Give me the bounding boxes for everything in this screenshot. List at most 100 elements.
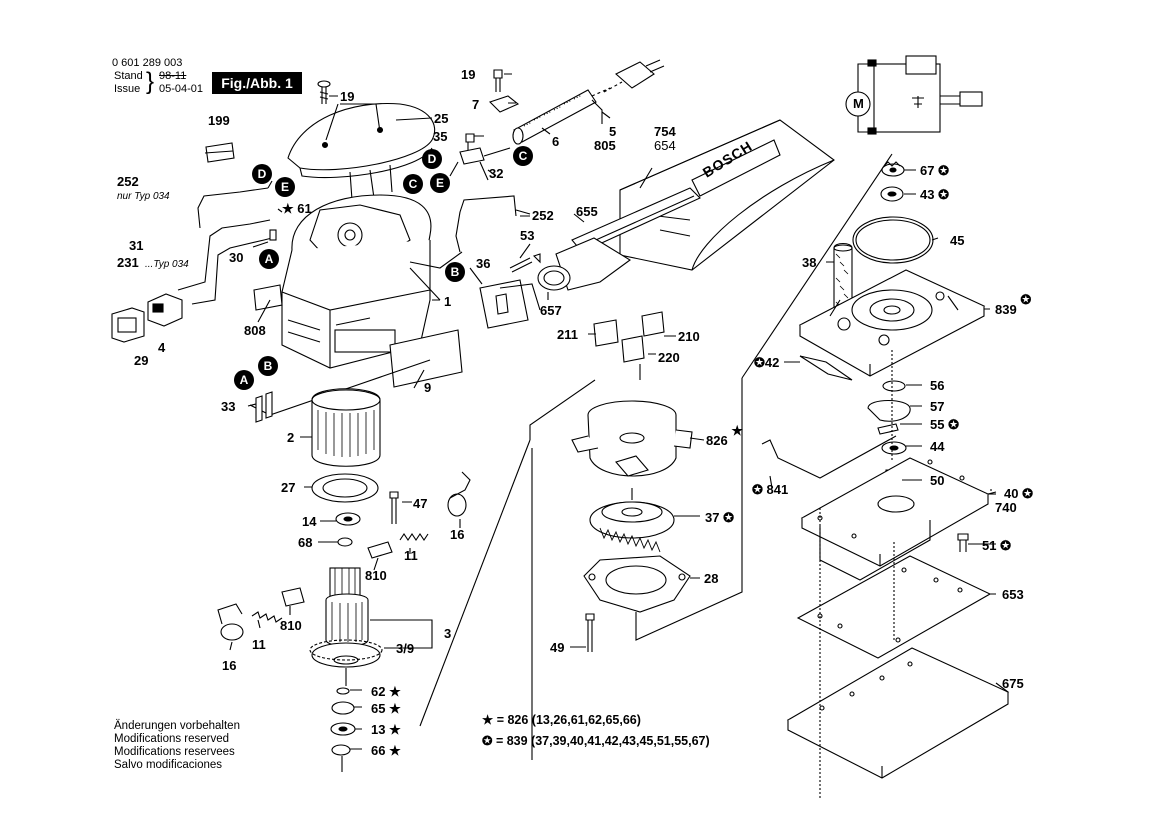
callout-36: 36 (476, 256, 491, 271)
callout-839-text: 839 (995, 302, 1017, 317)
label-210-part (641, 311, 665, 337)
callout-1: 1 (444, 294, 452, 309)
stand-date-struck: 98-11 (159, 70, 187, 82)
switch-cap-29-part (111, 307, 145, 343)
motor-housing-part (281, 194, 432, 369)
callout-810b: 810 (280, 618, 302, 633)
brush-holder-16b-part (217, 603, 244, 641)
terminal-33-part (255, 391, 273, 423)
screw-51-part (957, 533, 969, 552)
ring-65-part (331, 701, 355, 715)
badge-a-left: A (259, 249, 279, 269)
callout-13: 13 ★ (371, 722, 401, 737)
callout-231-note: ...Typ 034 (145, 259, 189, 270)
cable-30-part (191, 237, 273, 305)
spring-11b-part (251, 611, 283, 623)
legend-circle-star: ✪ = 839 (37,39,40,41,42,43,45,51,55,67) (482, 734, 710, 748)
callout-19a: 19 (340, 89, 355, 104)
ring-62-part (336, 687, 350, 695)
power-cord-part (512, 59, 665, 145)
callout-675: 675 (1002, 676, 1024, 691)
field-coil-part (311, 388, 381, 467)
callout-9: 9 (424, 380, 432, 395)
badge-d-left: D (252, 164, 272, 184)
callout-47: 47 (413, 496, 428, 511)
part-number: 0 601 289 003 (112, 57, 183, 69)
callout-35: 35 (433, 129, 448, 144)
modification-notes: Änderungen vorbehalten Modifications res… (114, 720, 240, 772)
wiring-schematic (857, 55, 983, 135)
base-plate-839-part (798, 269, 986, 377)
pin-55-part (877, 423, 899, 435)
callout-51: 51 ✪ (982, 538, 1011, 553)
callout-28: 28 (704, 571, 719, 586)
label-199-part (205, 142, 235, 163)
callout-6: 6 (552, 134, 560, 149)
callout-808: 808 (244, 323, 266, 338)
fan-37-part (589, 501, 675, 553)
callout-841-text: 841 (766, 482, 789, 497)
note-es: Salvo modificaciones (114, 759, 223, 771)
figure-label: Fig./Abb. 1 (212, 72, 302, 94)
badge-e-mid: E (430, 173, 450, 193)
badge-c-mid: C (403, 174, 423, 194)
callout-30: 30 (229, 250, 244, 265)
cable-252a-part (197, 187, 269, 229)
sanding-pad-40-part (800, 457, 990, 581)
callout-68: 68 (298, 535, 313, 550)
callout-50: 50 (930, 473, 945, 488)
brace-glyph: } (146, 68, 155, 95)
armature-part (325, 567, 369, 647)
ring-27-part (311, 473, 379, 503)
callout-49: 49 (550, 640, 565, 655)
ring-45-part (852, 216, 934, 264)
cable-252b-part (455, 195, 531, 253)
callout-810a: 810 (365, 568, 387, 583)
screw-53-part (509, 253, 541, 273)
callout-45: 45 (950, 233, 965, 248)
badge-b-mid: B (445, 262, 465, 282)
label-808-part (253, 284, 283, 311)
dust-adaptor-part (537, 187, 701, 291)
label-211-part (593, 319, 619, 347)
callout-42-text: 42 (764, 355, 780, 370)
callout-13-text: 13 (371, 722, 386, 737)
callout-66-text: 66 (371, 743, 386, 758)
callout-252b: 252 (532, 208, 554, 223)
callout-231: 231 (117, 255, 139, 270)
callout-4: 4 (158, 340, 166, 355)
cable-31-part (177, 219, 271, 291)
note-fr: Modifications reservees (114, 746, 235, 758)
badge-d-mid: D (422, 149, 442, 169)
brush-holder-16a-part (447, 471, 471, 517)
callout-66: 66 ★ (371, 743, 401, 758)
callout-29: 29 (134, 353, 149, 368)
screw-19-part (317, 80, 331, 104)
callout-44: 44 (930, 439, 945, 454)
callout-5: 5 (609, 124, 617, 139)
callout-38: 38 (802, 255, 817, 270)
callout-55-text: 55 (930, 417, 945, 432)
note-en: Modifications reserved (114, 733, 230, 745)
callout-32: 32 (489, 166, 504, 181)
callout-43-text: 43 (920, 187, 935, 202)
callout-37: 37 ✪ (705, 510, 734, 525)
callout-16b: 16 (222, 658, 237, 673)
callout-62: 62 ★ (371, 684, 401, 699)
callout-655: 655 (576, 204, 598, 219)
legend-circle-star-text: = 839 (37,39,40,41,42,43,45,51,55,67) (495, 734, 710, 748)
callout-220: 220 (658, 350, 680, 365)
issue-date: 05-04-01 (159, 83, 204, 95)
callout-62-text: 62 (371, 684, 386, 699)
tray-675-part (786, 647, 1010, 779)
callout-55: 55 ✪ (930, 417, 959, 432)
gasket-28-part (583, 555, 691, 613)
badge-a-low: A (234, 370, 254, 390)
callout-657: 657 (540, 303, 562, 318)
callout-42: ✪42 (754, 355, 780, 370)
fan-housing-826-part (571, 400, 693, 477)
callout-252a: 252 (117, 174, 139, 189)
callout-252a-note: nur Typ 034 (117, 191, 170, 202)
callout-11a: 11 (404, 548, 418, 563)
